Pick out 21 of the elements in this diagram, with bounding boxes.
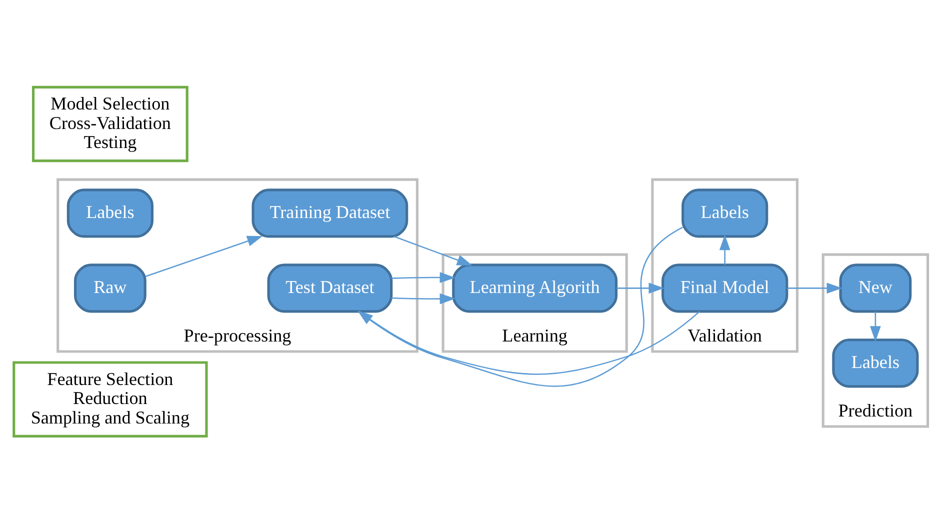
arrow <box>394 236 472 266</box>
connector <box>359 311 700 375</box>
node-box: Learning Algorith <box>452 264 618 313</box>
arrow <box>719 234 730 265</box>
node-box: Model Selection Cross-Validation Testing <box>32 86 188 162</box>
node-box: Feature Selection Reduction Sampling and Scaling <box>12 361 208 438</box>
arrow <box>616 282 664 294</box>
node-box: Labels <box>832 338 919 388</box>
node-box: New <box>839 264 912 313</box>
node-box: Test Dataset <box>267 264 393 313</box>
node-box: Final Model <box>662 264 788 313</box>
node-box: Raw <box>74 264 146 313</box>
arrow <box>145 236 263 278</box>
node-box: Labels <box>682 188 768 238</box>
node-box: Training Dataset <box>252 188 408 238</box>
arrow <box>787 282 842 294</box>
arrow <box>357 226 684 387</box>
arrow <box>870 312 881 342</box>
node-box: Labels <box>66 188 154 238</box>
arrow <box>391 293 456 304</box>
arrow <box>391 272 456 283</box>
